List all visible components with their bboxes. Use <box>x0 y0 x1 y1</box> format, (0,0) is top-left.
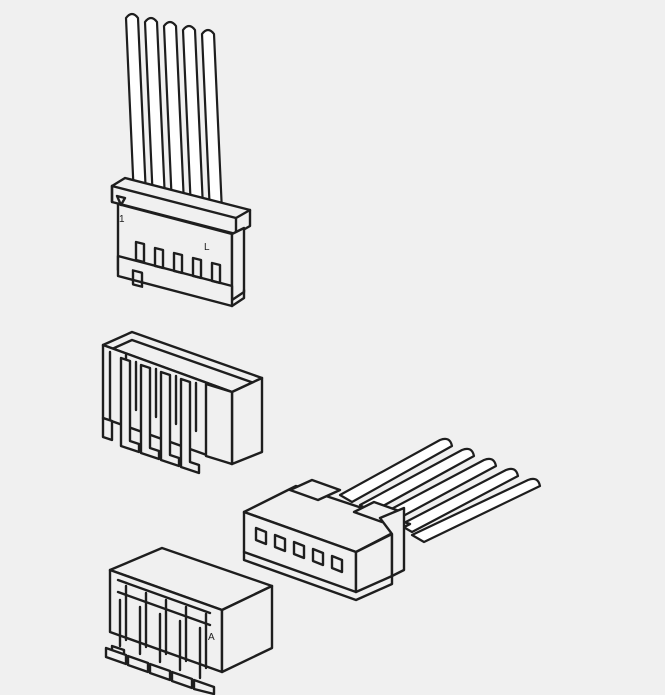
wire-harness-plug-horizontal <box>242 437 542 602</box>
wire-harness-plug-vertical: 1 L <box>110 12 252 308</box>
plug-housing-vertical <box>110 176 252 308</box>
plug-pin1-label: 1 <box>119 214 125 225</box>
header-polarity-label: A <box>208 632 215 643</box>
right-angle-pin-header <box>101 330 264 475</box>
plug-pin5-label: L <box>204 242 210 253</box>
wire-bundle-top <box>124 12 224 216</box>
wire-bundle-right <box>338 437 542 544</box>
plug-housing-horizontal <box>242 478 412 602</box>
smt-pin-header: A <box>104 546 274 695</box>
